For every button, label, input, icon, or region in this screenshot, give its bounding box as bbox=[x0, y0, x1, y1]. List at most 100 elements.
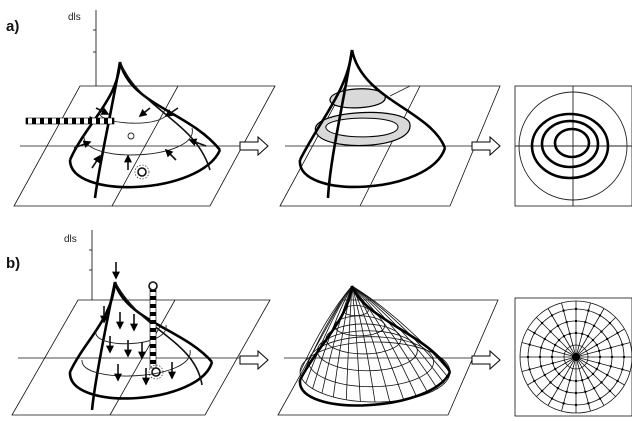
grid-node bbox=[554, 368, 556, 370]
flow-arrow bbox=[140, 108, 150, 116]
source-marker bbox=[149, 282, 157, 290]
grid-node bbox=[584, 391, 586, 393]
grid-node bbox=[552, 350, 554, 352]
grid-node bbox=[609, 322, 611, 324]
grid-node bbox=[587, 402, 589, 404]
grid-node bbox=[533, 380, 535, 382]
row-b-axis-label: dls bbox=[64, 234, 77, 245]
grid-node bbox=[552, 362, 554, 364]
source-marker bbox=[128, 133, 134, 139]
grid-node bbox=[562, 309, 564, 311]
grid-node bbox=[584, 321, 586, 323]
transition-arrow-a2 bbox=[472, 137, 500, 155]
grid-node bbox=[587, 309, 589, 311]
grid-node bbox=[563, 377, 565, 379]
grid-node bbox=[541, 322, 543, 324]
grid-node bbox=[599, 314, 601, 316]
grid-node bbox=[598, 362, 600, 364]
sun-icon bbox=[138, 168, 146, 176]
flow-arrow bbox=[166, 150, 176, 160]
grid-node bbox=[623, 356, 625, 358]
grid-node bbox=[581, 379, 583, 381]
grid-node bbox=[540, 346, 542, 348]
grid-node bbox=[558, 339, 560, 341]
cone-base bbox=[70, 362, 212, 398]
grid-node bbox=[621, 343, 623, 345]
grid-node bbox=[575, 320, 577, 322]
grid-node bbox=[551, 356, 553, 358]
dashed-beam bbox=[26, 118, 114, 124]
grid-node bbox=[575, 404, 577, 406]
grid-node bbox=[610, 346, 612, 348]
grid-node bbox=[599, 397, 601, 399]
row-a-axis-label: dls bbox=[68, 12, 81, 23]
grid-node bbox=[606, 374, 608, 376]
grid-node bbox=[551, 397, 553, 399]
grid-node bbox=[575, 308, 577, 310]
grid-node bbox=[600, 381, 602, 383]
sun-rays bbox=[135, 165, 149, 179]
grid-node bbox=[569, 379, 571, 381]
row-a-label: a) bbox=[6, 18, 19, 35]
grid-node bbox=[544, 374, 546, 376]
grid-node bbox=[599, 356, 601, 358]
grid-node bbox=[558, 373, 560, 375]
contour-inner bbox=[555, 129, 589, 157]
grid-node bbox=[544, 338, 546, 340]
cone-left-edge bbox=[70, 62, 120, 160]
panel-a1-surface-with-flow bbox=[14, 10, 275, 206]
grid-node bbox=[554, 344, 556, 346]
ridge-line bbox=[95, 62, 120, 198]
ridge-line bbox=[120, 62, 210, 170]
grid-node bbox=[621, 368, 623, 370]
cone-left-edge bbox=[70, 282, 115, 372]
panel-b1-surface-with-flow bbox=[12, 230, 270, 415]
grid-node bbox=[528, 368, 530, 370]
grid-node bbox=[557, 387, 559, 389]
grid-node bbox=[562, 402, 564, 404]
grid-node bbox=[528, 343, 530, 345]
mesh-ring bbox=[326, 324, 401, 354]
grid-node bbox=[593, 387, 595, 389]
grid-node bbox=[551, 314, 553, 316]
row-b-label: b) bbox=[6, 255, 20, 272]
panel-b3-top-view-radial bbox=[515, 298, 632, 416]
band-tick bbox=[390, 86, 410, 96]
grid-node bbox=[563, 335, 565, 337]
grid-node bbox=[587, 335, 589, 337]
grid-node bbox=[611, 356, 613, 358]
grid-node bbox=[575, 332, 577, 334]
row-a: a) dls bbox=[6, 10, 632, 206]
grid-node bbox=[539, 356, 541, 358]
panel-a2-surface-with-bands bbox=[280, 50, 500, 206]
grid-node bbox=[575, 392, 577, 394]
cone-right-edge bbox=[120, 62, 220, 150]
grid-node bbox=[533, 332, 535, 334]
grid-node bbox=[557, 325, 559, 327]
transition-arrow-b1 bbox=[240, 351, 268, 369]
grid-node bbox=[527, 356, 529, 358]
grid-node bbox=[592, 373, 594, 375]
sun-icon bbox=[152, 368, 160, 376]
cone-right-edge bbox=[115, 282, 212, 362]
flow-arrow bbox=[92, 156, 100, 168]
grid-node bbox=[610, 365, 612, 367]
grid-node bbox=[569, 333, 571, 335]
grid-node bbox=[549, 381, 551, 383]
row-b: b) dls bbox=[6, 230, 632, 416]
grid-node bbox=[600, 330, 602, 332]
grid-node bbox=[616, 332, 618, 334]
grid-node bbox=[587, 377, 589, 379]
grid-node bbox=[565, 321, 567, 323]
grid-node bbox=[575, 380, 577, 382]
grid-node bbox=[598, 350, 600, 352]
grid-node bbox=[596, 344, 598, 346]
grid-node bbox=[593, 325, 595, 327]
grid-node bbox=[592, 339, 594, 341]
grid-node bbox=[549, 330, 551, 332]
grid-node bbox=[609, 390, 611, 392]
grid-node bbox=[540, 365, 542, 367]
mesh-meridian bbox=[352, 286, 437, 389]
grid-node bbox=[565, 391, 567, 393]
